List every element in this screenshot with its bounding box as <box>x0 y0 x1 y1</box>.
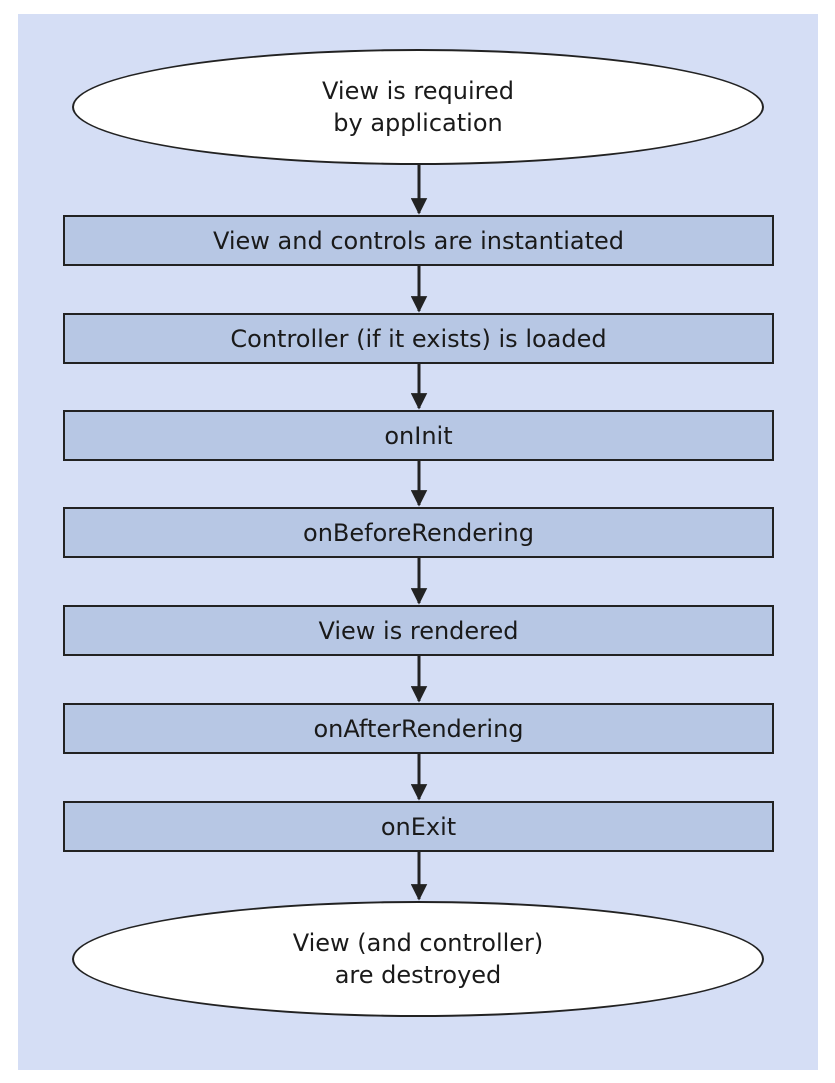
step-onafterrendering: onAfterRendering <box>63 703 774 754</box>
start-label-line-1: View is required <box>322 77 514 105</box>
step-oninit: onInit <box>63 410 774 461</box>
end-label: View (and controller) are destroyed <box>293 927 544 991</box>
end-label-line-1: View (and controller) <box>292 929 544 957</box>
end-oval: View (and controller) are destroyed <box>72 901 764 1017</box>
start-oval: View is required by application <box>72 49 764 165</box>
step-controller-loaded: Controller (if it exists) is loaded <box>63 313 774 364</box>
start-label-line-2: by application <box>333 109 503 137</box>
end-label-line-2: are destroyed <box>334 961 502 989</box>
step-onbeforerendering: onBeforeRendering <box>63 507 774 558</box>
step-view-rendered: View is rendered <box>63 605 774 656</box>
step-onexit: onExit <box>63 801 774 852</box>
step-instantiate: View and controls are instantiated <box>63 215 774 266</box>
start-label: View is required by application <box>322 75 514 139</box>
